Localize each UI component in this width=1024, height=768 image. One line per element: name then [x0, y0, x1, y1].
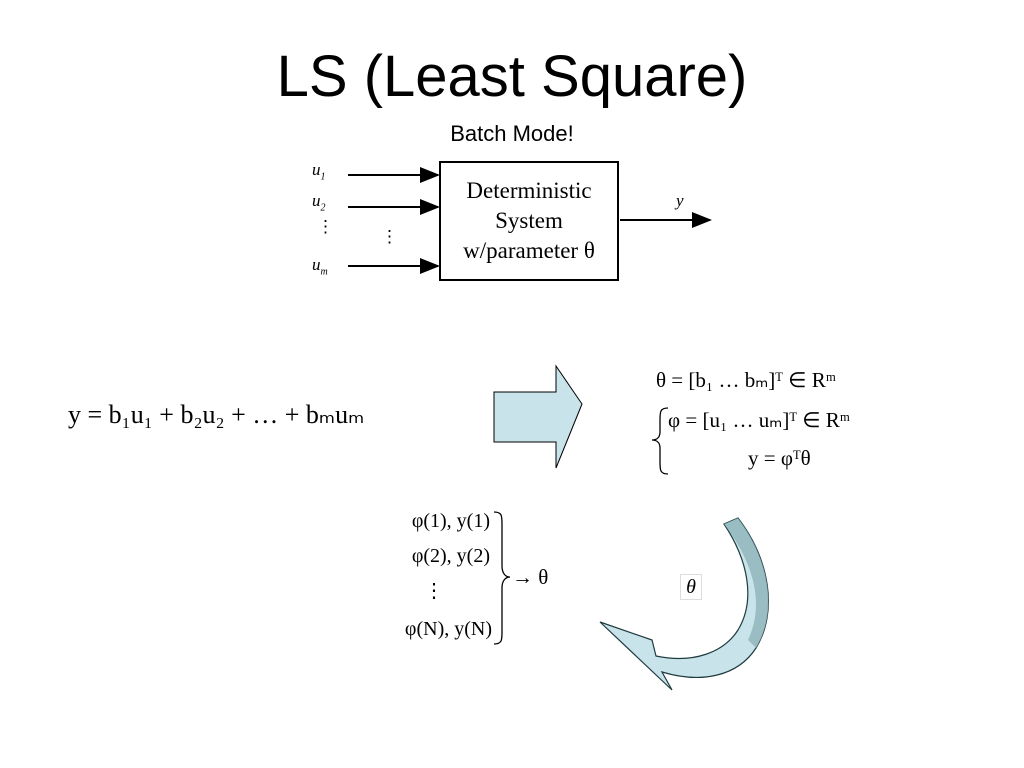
input-label-u1: u1	[312, 160, 326, 183]
input-label-u2: u2	[312, 191, 326, 214]
middle-dots: ⋮	[381, 227, 398, 246]
y-definition: y = φᵀθ	[748, 446, 811, 470]
theta-label: θ	[680, 574, 702, 600]
data-row-2: φ(2), y(2)	[411, 545, 490, 567]
input-label-dots: ⋮	[317, 217, 334, 236]
system-box-line-2: System	[495, 208, 563, 233]
system-box-line-1: Deterministic	[466, 178, 592, 203]
output-label-y: y	[676, 191, 684, 210]
slide-title: LS (Least Square)	[276, 44, 748, 109]
slide-subtitle: Batch Mode!	[450, 121, 574, 146]
phi-definition: φ = [u₁ … uₘ]ᵀ ∈ Rᵐ	[668, 408, 851, 432]
data-row-dots: ⋮	[424, 580, 444, 602]
data-row-1: φ(1), y(1)	[411, 510, 490, 532]
data-brace	[493, 511, 511, 645]
data-row-n: φ(N), y(N)	[404, 618, 492, 640]
block-right-arrow	[493, 364, 583, 469]
theta-definition: θ = [b₁ … bₘ]ᵀ ∈ Rᵐ	[656, 368, 836, 392]
system-box-line-3: w/parameter θ	[463, 238, 595, 263]
system-brace	[651, 407, 669, 475]
data-result: → θ	[512, 565, 549, 589]
model-equation: y = b₁u₁ + b₂u₂ + … + bₘuₘ	[68, 400, 365, 429]
input-label-um: um	[312, 255, 328, 278]
system-box: Deterministic System w/parameter θ	[439, 161, 619, 281]
